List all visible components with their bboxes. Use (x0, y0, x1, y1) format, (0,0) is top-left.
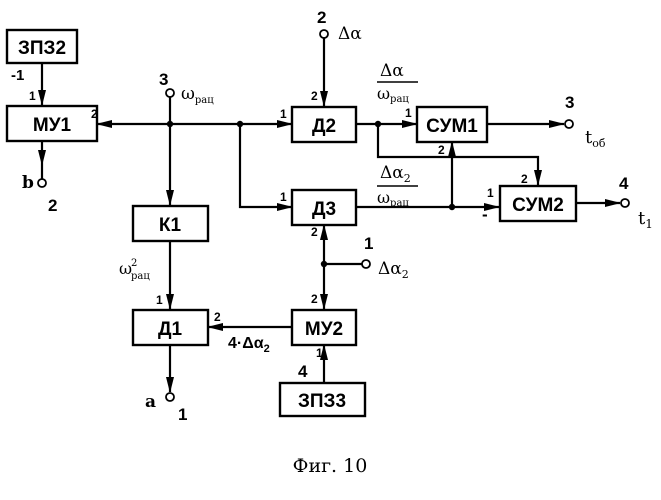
terminal-omega-symbol: ωрац (181, 84, 214, 106)
frac1-numerator: Δα (380, 61, 404, 81)
port-mu2-1: 1 (316, 346, 323, 360)
terminal-b-number: 2 (48, 196, 57, 215)
terminal-omega (166, 89, 174, 97)
terminal-dalpha2 (362, 260, 370, 268)
terminal-a (166, 393, 174, 401)
block-d2-label: Д2 (312, 116, 336, 137)
frac1-denominator: ωрац (377, 84, 409, 105)
block-mu1-label: МУ1 (33, 115, 72, 136)
block-d1: Д1 (133, 310, 208, 345)
junction-d3-out (449, 204, 455, 210)
figure-caption: Фиг. 10 (293, 455, 368, 477)
junction-bus-right (237, 121, 243, 127)
port-d2-1: 1 (280, 107, 287, 121)
terminal-tob-symbol: tоб (585, 127, 606, 150)
block-mu1: МУ1 (7, 106, 97, 141)
junction-d2-out (375, 121, 381, 127)
terminal-t1 (621, 199, 629, 207)
block-d1-label: Д1 (158, 319, 183, 340)
terminal-b (38, 179, 46, 187)
label-omega-squared: ω 2 рац (119, 258, 150, 282)
port-d2-2: 2 (311, 89, 318, 103)
block-zpz2-label: ЗПЗ2 (18, 38, 66, 59)
junction-dalpha2 (321, 261, 327, 267)
block-d3: Д3 (292, 190, 356, 225)
terminal-tob (565, 120, 573, 128)
port-sum2-2: 2 (521, 172, 528, 186)
frac2-numerator: Δα2 (380, 163, 411, 185)
label-fraction-dalpha-omega: Δα ωрац (377, 61, 418, 105)
terminal-b-label: b (22, 173, 34, 193)
block-zpz2: ЗПЗ2 (7, 30, 77, 63)
terminal-a-number: 1 (178, 405, 187, 424)
terminal-tob-number: 3 (565, 93, 574, 112)
terminal-dalpha-symbol: Δα (338, 24, 362, 44)
block-mu2-label: МУ2 (305, 319, 343, 340)
block-sum2: СУМ2 (500, 186, 576, 221)
terminal-dalpha (320, 30, 328, 38)
port-d1-1: 1 (156, 293, 163, 307)
port-sum1-2: 2 (438, 143, 445, 157)
terminal-omega-number: 3 (159, 70, 168, 89)
terminal-a-label: a (145, 392, 156, 412)
omega-sq-superscript: 2 (131, 258, 137, 269)
label-four-dalpha2: 4·Δα2 (228, 335, 270, 355)
terminal-t1-symbol: t1 (638, 208, 653, 231)
block-k1: К1 (133, 206, 208, 241)
port-d3-2: 2 (311, 225, 318, 239)
port-mu2-2: 2 (311, 292, 318, 306)
block-d2: Д2 (292, 107, 356, 142)
label-four: 4 (298, 362, 308, 381)
terminal-dalpha2-number: 1 (364, 234, 373, 253)
label-minus-sign: - (482, 205, 488, 224)
block-zpz3: ЗПЗ3 (280, 383, 365, 416)
junction-bus-left (167, 121, 173, 127)
port-sum2-1: 1 (487, 186, 494, 200)
frac2-denominator: ωрац (377, 188, 409, 209)
block-sum1: СУМ1 (417, 107, 487, 142)
terminal-dalpha2-symbol: Δα2 (378, 259, 409, 281)
omega-sq-subscript: рац (131, 271, 150, 282)
label-minus-one: -1 (11, 67, 24, 84)
port-mu1-2: 2 (91, 107, 98, 121)
port-mu1-1: 1 (29, 89, 36, 103)
block-d3-label: Д3 (312, 199, 336, 220)
port-sum1-1: 1 (405, 106, 412, 120)
block-sum1-label: СУМ1 (426, 116, 478, 137)
block-sum2-label: СУМ2 (512, 195, 564, 216)
block-mu2: МУ2 (292, 310, 356, 345)
terminal-dalpha-number: 2 (317, 8, 326, 27)
block-zpz3-label: ЗПЗ3 (298, 391, 346, 412)
port-d3-1: 1 (280, 190, 287, 204)
label-fraction-dalpha2-omega: Δα2 ωрац (377, 163, 418, 209)
block-k1-label: К1 (159, 215, 182, 236)
terminal-t1-number: 4 (619, 174, 629, 193)
port-d1-2: 2 (214, 310, 221, 324)
